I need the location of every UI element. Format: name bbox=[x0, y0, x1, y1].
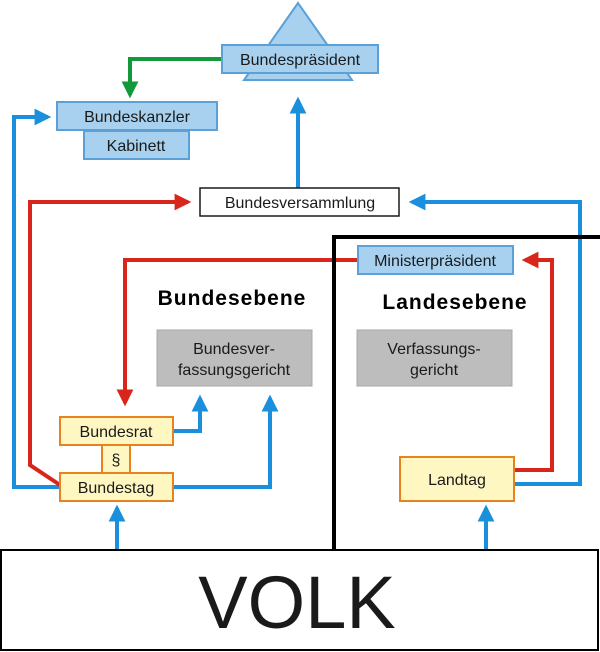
bundeskanzler-label: Bundeskanzler bbox=[84, 109, 191, 126]
arrow-bundestag-to-verfassungsgericht bbox=[173, 394, 279, 489]
arrow-praesident-to-kanzler bbox=[121, 57, 222, 99]
bundesverfassungsgericht-label-line2: fassungsgericht bbox=[178, 362, 291, 379]
arrow-landtag-to-versammlung bbox=[408, 193, 582, 486]
bundesverfassungsgericht-box bbox=[156, 329, 313, 387]
ministerpraesident-label: Ministerpräsident bbox=[374, 253, 496, 270]
bundesebene-heading: Bundesebene bbox=[158, 287, 307, 310]
ministerpraesident-box bbox=[357, 245, 514, 275]
bundestag-box bbox=[59, 472, 174, 502]
bundesrat-label: Bundesrat bbox=[80, 424, 153, 441]
landtag-label: Landtag bbox=[428, 472, 486, 489]
bundespraesident-label: Bundespräsident bbox=[240, 52, 361, 69]
landesebene-frame bbox=[332, 235, 600, 552]
arrow-ministerpraesident-to-bundesrat bbox=[116, 258, 358, 407]
arrow-bundestag-to-kanzler bbox=[12, 108, 60, 489]
arrow-landtag-to-ministerpraesident bbox=[514, 251, 554, 472]
bundespraesident-box bbox=[221, 44, 379, 74]
verfassungsgericht-label-line1: Verfassungs- bbox=[387, 341, 480, 358]
verfassungsgericht-box bbox=[356, 329, 513, 387]
paragraph-label: § bbox=[112, 452, 121, 469]
connectors bbox=[12, 57, 582, 550]
bundestag-label: Bundestag bbox=[78, 480, 155, 497]
kabinett-label: Kabinett bbox=[107, 138, 166, 155]
bundesrat-box bbox=[59, 416, 174, 446]
verfassungsgericht-label-line2: gericht bbox=[410, 362, 459, 379]
landtag-box bbox=[399, 456, 515, 502]
arrow-bundestag-to-versammlung bbox=[28, 193, 192, 487]
volk-label: VOLK bbox=[198, 561, 395, 644]
bundesversammlung-label: Bundesversammlung bbox=[225, 195, 375, 212]
kabinett-box bbox=[83, 130, 190, 160]
bundesverfassungsgericht-label-line1: Bundesver- bbox=[193, 341, 275, 358]
arrow-bundesrat-to-verfassungsgericht bbox=[173, 394, 209, 433]
bundesversammlung-box bbox=[199, 187, 400, 217]
volk-box bbox=[0, 549, 599, 651]
landesebene-heading: Landesebene bbox=[382, 291, 527, 314]
